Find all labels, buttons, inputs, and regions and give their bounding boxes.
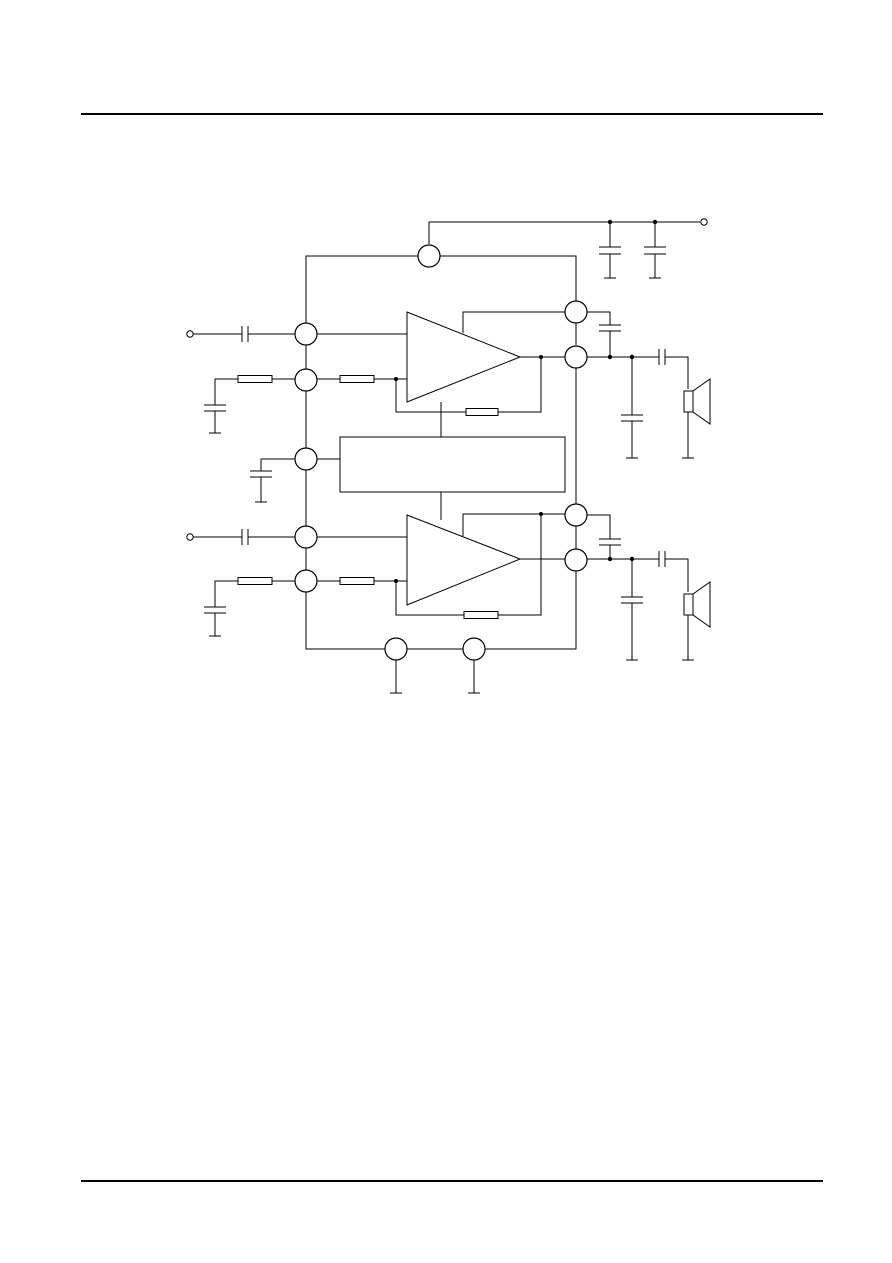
pin-nf-ch2 — [294, 569, 318, 593]
loudspeaker-ch2 — [682, 581, 711, 661]
amplifier-ch1 — [406, 311, 522, 403]
loudspeaker-ch1 — [682, 378, 711, 459]
amplifier-ch2 — [406, 514, 522, 606]
supply-rail — [305, 218, 708, 323]
pin-ground-2 — [462, 637, 486, 661]
pin-vcc — [417, 244, 441, 268]
supply-terminal — [700, 218, 708, 226]
pin-bootstrap-ch2 — [564, 503, 588, 527]
resistor-input-ch1 — [339, 375, 375, 383]
resistor-feedback-ch1 — [465, 408, 499, 416]
channel-2 — [186, 503, 711, 661]
ripple-capacitor — [250, 458, 295, 503]
pin-bootstrap-ch1 — [564, 300, 588, 324]
footer-rule — [81, 1180, 823, 1182]
input-terminal-ch1 — [186, 330, 194, 338]
pin-nf-ch1 — [294, 368, 318, 392]
resistor-input-ch2 — [339, 577, 375, 585]
supply-capacitor-1 — [599, 222, 621, 279]
resistor-nf-ch1 — [237, 375, 273, 383]
ground-pins — [384, 637, 486, 694]
pin-input-ch1 — [294, 322, 318, 346]
header-rule — [81, 113, 823, 115]
channel-1 — [186, 300, 711, 459]
pin-ground-1 — [384, 637, 408, 661]
pin-ripple — [294, 447, 318, 471]
pin-output-ch2 — [564, 548, 588, 572]
pin-output-ch1 — [564, 345, 588, 369]
resistor-feedback-ch2 — [463, 611, 499, 619]
supply-capacitor-2 — [644, 222, 666, 279]
left-and-bottom-bus — [305, 345, 577, 650]
pin-input-ch2 — [294, 525, 318, 549]
input-terminal-ch2 — [186, 533, 194, 541]
resistor-nf-ch2 — [237, 577, 273, 585]
control-block — [339, 436, 566, 493]
